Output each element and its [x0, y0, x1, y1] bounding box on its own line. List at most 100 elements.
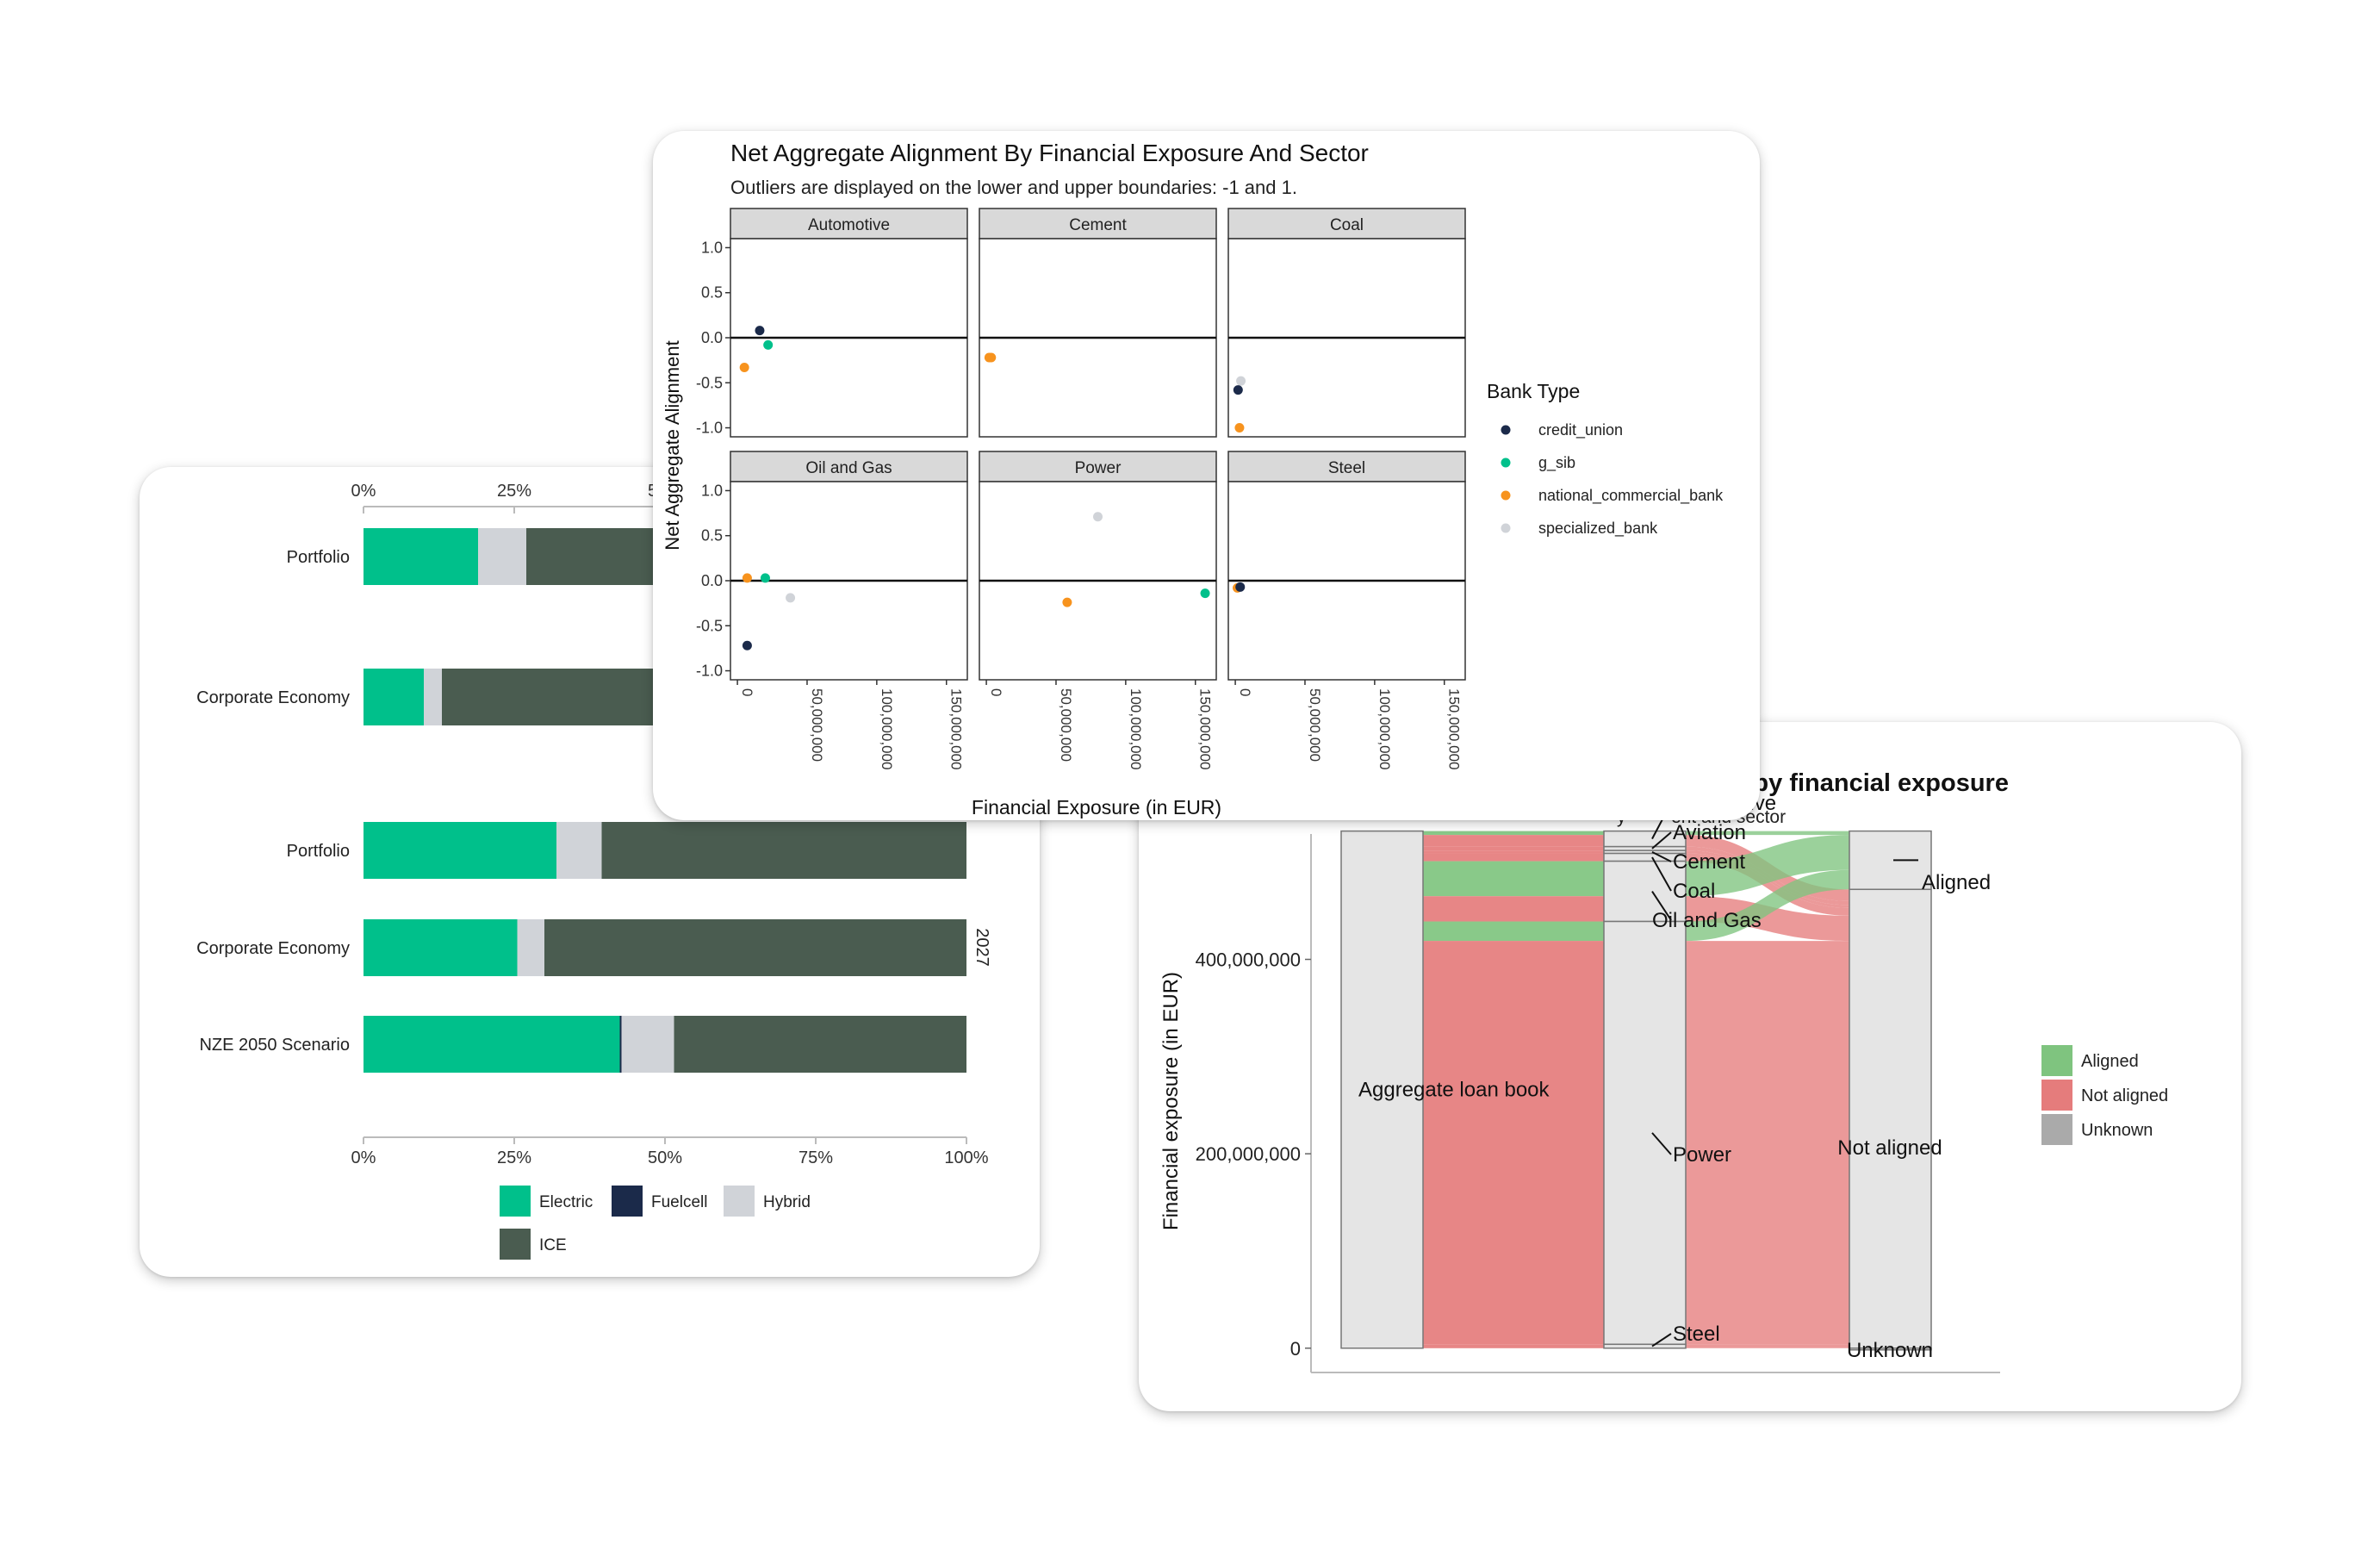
sector-label-leader	[1651, 1132, 1672, 1155]
facet-strip	[1227, 208, 1466, 240]
x-tick-label: 150,000,000	[1197, 688, 1214, 770]
node-not-aligned	[1849, 888, 1932, 1349]
sankey-y-tick-label: 400,000,000	[1196, 949, 1301, 971]
y-tick-label: -0.5	[696, 374, 723, 391]
flow-oil-and-gas-to-aligned	[1686, 835, 1849, 897]
bar-segment-hybrid	[556, 822, 602, 879]
data-point-credit_union	[755, 326, 765, 336]
bar-row-label: NZE 2050 Scenario	[199, 1036, 350, 1055]
legend-swatch-ice	[500, 1229, 531, 1260]
flow-loanbook-to-cement	[1423, 850, 1604, 854]
x-tick-label: 50,000,000	[1058, 688, 1074, 762]
label-sector-steel: Steel	[1673, 1323, 1720, 1346]
legend-label-ice: ICE	[539, 1236, 567, 1254]
flow-loanbook-to-steel	[1423, 1344, 1604, 1348]
scatter-subtitle: Outliers are displayed on the lower and …	[730, 177, 1297, 198]
data-point-specialized_bank	[1236, 376, 1246, 386]
label-sector-cement: Cement	[1673, 850, 1745, 874]
x-tick-label: 100,000,000	[1376, 688, 1393, 770]
legend-label-g_sib: g_sib	[1538, 454, 1575, 472]
flow-loanbook-to-power	[1423, 921, 1604, 942]
sankey-y-tick-label: 0	[1290, 1338, 1301, 1360]
bottom-x-tick-label: 100%	[944, 1148, 988, 1167]
bottom-x-tick-label: 75%	[799, 1148, 833, 1167]
net-alignment-scatter-chart: Net Aggregate Alignment By Financial Exp…	[662, 140, 1724, 818]
data-point-national_commercial_bank	[739, 363, 749, 372]
facet-strip	[979, 208, 1217, 240]
bar-segment-ice	[601, 822, 966, 879]
bottom-x-tick-label: 0%	[351, 1148, 376, 1167]
legend-label-hybrid: Hybrid	[763, 1193, 811, 1211]
legend-point-g_sib	[1501, 457, 1511, 468]
flow-oil-and-gas-to-not-aligned	[1686, 896, 1849, 942]
bar-segment-fuelcell	[619, 1016, 622, 1073]
data-point-g_sib	[760, 573, 770, 583]
sankey-y-tick-label: 200,000,000	[1196, 1143, 1301, 1165]
bar-segment-hybrid	[517, 919, 544, 976]
x-tick-label: 150,000,000	[1446, 688, 1463, 770]
y-tick-label: -0.5	[696, 617, 723, 634]
scatter-title: Net Aggregate Alignment By Financial Exp…	[730, 140, 1369, 166]
scatter-y-axis-label: Net Aggregate Alignment	[662, 340, 683, 550]
x-tick-label: 50,000,000	[809, 688, 825, 762]
flow-automotive-to-aligned	[1686, 831, 1849, 836]
node-sector-steel	[1603, 1343, 1687, 1349]
legend-label-aligned: Aligned	[2081, 1052, 2139, 1071]
legend-point-specialized_bank	[1501, 523, 1511, 533]
flow-coal-to-not-aligned	[1686, 853, 1849, 916]
y-tick-label: 0.0	[701, 329, 723, 346]
flow-loanbook-to-automotive	[1423, 831, 1604, 836]
data-point-national_commercial_bank	[1234, 423, 1245, 433]
facet-label-power: Power	[1075, 459, 1122, 477]
data-point-national_commercial_bank	[1062, 597, 1072, 607]
flow-loanbook-to-automotive	[1423, 835, 1604, 847]
bar-row-label: Portfolio	[287, 842, 350, 861]
flow-power-to-not-aligned	[1686, 941, 1849, 1345]
node-aligned	[1849, 830, 1932, 891]
sector-label-leader	[1651, 831, 1672, 850]
flow-power-to-aligned	[1686, 869, 1849, 942]
x-tick-label: 0	[739, 688, 755, 696]
facet-label-cement: Cement	[1069, 216, 1127, 234]
legend-label-unknown: Unknown	[2081, 1121, 2153, 1140]
scatter-x-axis-label: Financial Exposure (in EUR)	[972, 796, 1221, 818]
flow-loanbook-to-aviation	[1423, 846, 1604, 851]
data-point-specialized_bank	[786, 593, 796, 603]
bar-segment-electric	[364, 528, 478, 585]
y-tick-label: 0.5	[701, 527, 723, 545]
legend-label-specialized_bank: specialized_bank	[1538, 520, 1658, 538]
facet-label-steel: Steel	[1328, 459, 1365, 477]
label-target-unknown: Unknown	[1847, 1339, 1933, 1362]
bar-segment-electric	[364, 822, 556, 879]
sector-label-leader	[1651, 850, 1672, 862]
data-point-credit_union	[1235, 582, 1246, 592]
data-point-g_sib	[1200, 588, 1210, 599]
label-sector-power: Power	[1673, 1143, 1731, 1167]
data-point-credit_union	[742, 640, 752, 650]
y-tick-label: 1.0	[701, 239, 723, 256]
flow-loanbook-to-power	[1423, 941, 1604, 1345]
bar-segment-electric	[364, 1016, 620, 1073]
top-x-tick-label: 0%	[351, 482, 376, 501]
facet-label-coal: Coal	[1330, 216, 1364, 234]
bar-row-label: Corporate Economy	[196, 688, 350, 707]
bar-segment-ice	[674, 1016, 966, 1073]
data-point-credit_union	[1233, 385, 1243, 395]
flow-loanbook-to-coal	[1423, 853, 1604, 862]
facet-year-label: 2027	[973, 928, 991, 967]
legend-label-electric: Electric	[539, 1193, 593, 1211]
legend-swatch-hybrid	[724, 1186, 755, 1217]
data-point-national_commercial_bank	[986, 352, 997, 363]
bar-segment-electric	[364, 669, 424, 725]
x-tick-label: 0	[988, 688, 1004, 696]
y-tick-label: 0.0	[701, 572, 723, 589]
label-aggregate-loan-book: Aggregate loan book	[1358, 1079, 1550, 1102]
node-aggregate-loan-book	[1340, 830, 1424, 1349]
legend-point-national_commercial_bank	[1501, 490, 1511, 501]
label-sector-aviation: Aviation	[1673, 821, 1746, 844]
legend-swatch-fuelcell	[612, 1186, 643, 1217]
facet-label-automotive: Automotive	[808, 216, 890, 234]
bar-row-label: Corporate Economy	[196, 939, 350, 958]
sankey-card: nt by financial exposure y ent and secto…	[1139, 722, 2241, 1411]
